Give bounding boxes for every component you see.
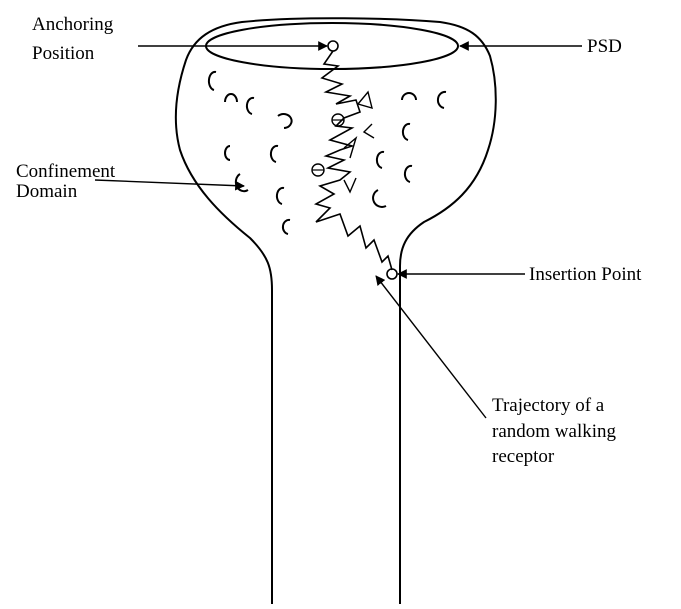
obstacle-arc — [225, 94, 237, 102]
spine-head-outline — [176, 18, 496, 604]
anchoring-label-line1: Anchoring — [32, 14, 114, 35]
anchoring-label-line2: Position — [32, 43, 95, 64]
trajectory-label-line2: random walking — [492, 421, 617, 442]
obstacle-arc — [277, 188, 284, 204]
obstacle-arc — [283, 220, 290, 234]
insertion-label: Insertion Point — [529, 264, 642, 285]
trajectory-label-line1: Trajectory of a — [492, 395, 605, 416]
obstacle-arc — [225, 146, 230, 160]
psd-label: PSD — [587, 36, 622, 57]
confinement-label-line2: Domain — [16, 181, 78, 202]
trajectory-wedge — [358, 92, 372, 108]
random-walk-trajectory — [316, 51, 392, 270]
obstacle-arc — [278, 114, 292, 128]
anchoring-position-marker — [328, 41, 338, 51]
trajectory-wedge — [344, 178, 356, 192]
obstacle-arc — [247, 98, 254, 114]
obstacle-arc — [209, 72, 216, 90]
obstacle-arc — [405, 166, 412, 182]
obstacle-arc — [373, 190, 386, 207]
obstacle-arc — [377, 152, 384, 168]
obstacle-arc — [271, 146, 278, 162]
trajectory-wedge — [364, 124, 374, 138]
obstacle-arc — [236, 174, 248, 191]
confinement-label-line1: Confinement — [16, 161, 116, 182]
obstacle-arc — [402, 93, 416, 100]
confinement-leader-line — [95, 180, 244, 186]
trajectory-leader-line — [376, 276, 486, 418]
insertion-point-marker — [387, 269, 397, 279]
obstacle-arc — [438, 92, 446, 108]
trajectory-label-line3: receptor — [492, 446, 555, 467]
obstacle-arc — [403, 124, 410, 140]
